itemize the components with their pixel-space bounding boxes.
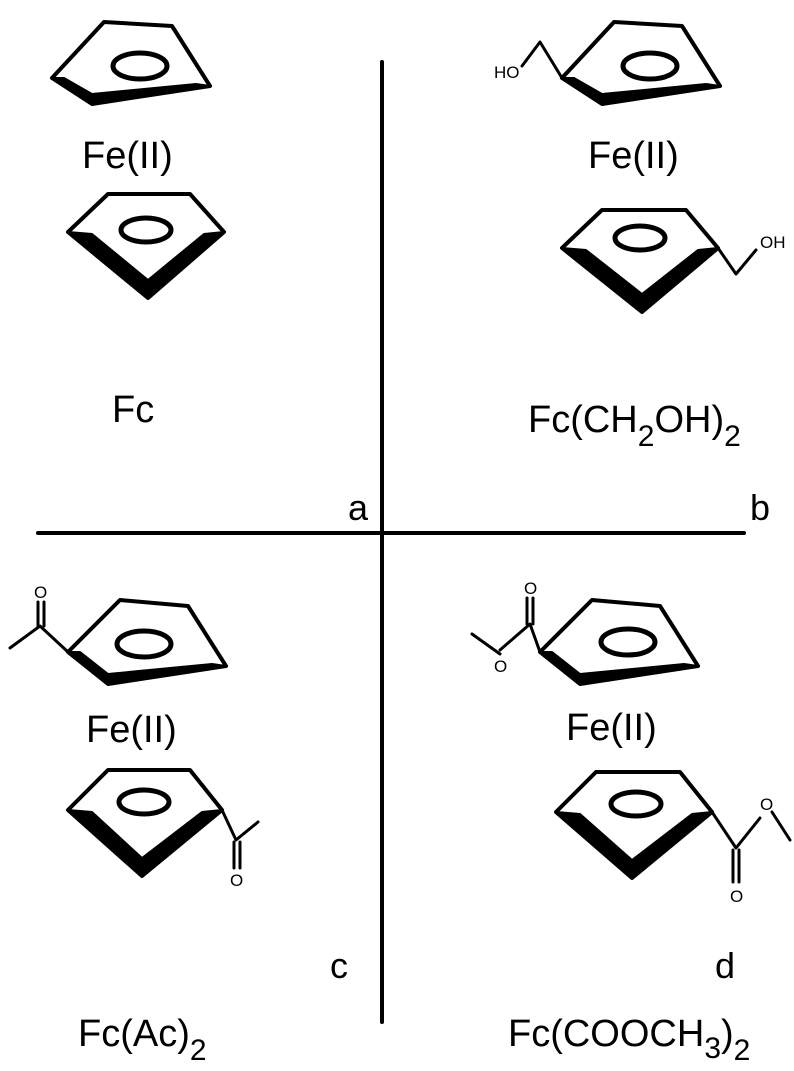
hydroxyl-atom-label: OH (760, 233, 786, 252)
ester-oxygen-label: O (760, 795, 773, 814)
compound-name: Fc(Ac)2 (78, 1013, 207, 1067)
metal-label: Fe(II) (566, 707, 657, 749)
bottom-cyclopentadienyl-ring (66, 768, 224, 878)
quadrant-b: HO Fe(II) OH Fc(CH2OH)2 (494, 20, 786, 453)
quadrant-a-letter: a (348, 487, 369, 528)
compound-name: Fc(COOCH3)2 (508, 1013, 750, 1067)
ester-oxygen-label: O (494, 657, 507, 676)
carbonyl-oxygen-label: O (34, 583, 47, 602)
bottom-cyclopentadienyl-ring (560, 208, 720, 314)
quadrant-a: Fe(II) Fc (50, 20, 226, 431)
hydroxyl-atom-label: HO (494, 63, 520, 82)
bottom-cyclopentadienyl-ring (66, 192, 226, 300)
compound-name: Fc (112, 389, 154, 431)
quadrant-d: O O Fe(II) O O Fc(COOCH3)2 (470, 579, 792, 1067)
top-cyclopentadienyl-ring (66, 598, 228, 686)
top-hydroxymethyl-group: HO (494, 40, 564, 82)
top-cyclopentadienyl-ring (538, 598, 700, 686)
quadrant-c-letter: c (330, 945, 348, 986)
metal-label: Fe(II) (86, 709, 177, 751)
carbonyl-oxygen-label: O (524, 579, 537, 598)
bottom-hydroxymethyl-group: OH (716, 233, 786, 276)
top-methyl-ester-group: O O (470, 579, 542, 676)
quadrant-d-letter: d (715, 945, 735, 986)
carbonyl-oxygen-label: O (730, 887, 743, 906)
bottom-cyclopentadienyl-ring (554, 770, 714, 880)
carbonyl-oxygen-label: O (230, 871, 243, 890)
top-cyclopentadienyl-ring (560, 20, 722, 106)
quadrant-b-letter: b (750, 487, 770, 528)
metal-label: Fe(II) (588, 135, 679, 177)
quadrant-c: O Fe(II) O Fc(Ac)2 (8, 583, 260, 1067)
compound-name: Fc(CH2OH)2 (528, 399, 741, 453)
metal-label: Fe(II) (82, 135, 173, 177)
top-cyclopentadienyl-ring (50, 20, 212, 106)
top-acetyl-group: O (8, 583, 70, 654)
bottom-methyl-ester-group: O O (710, 795, 792, 906)
bottom-acetyl-group: O (220, 808, 260, 890)
